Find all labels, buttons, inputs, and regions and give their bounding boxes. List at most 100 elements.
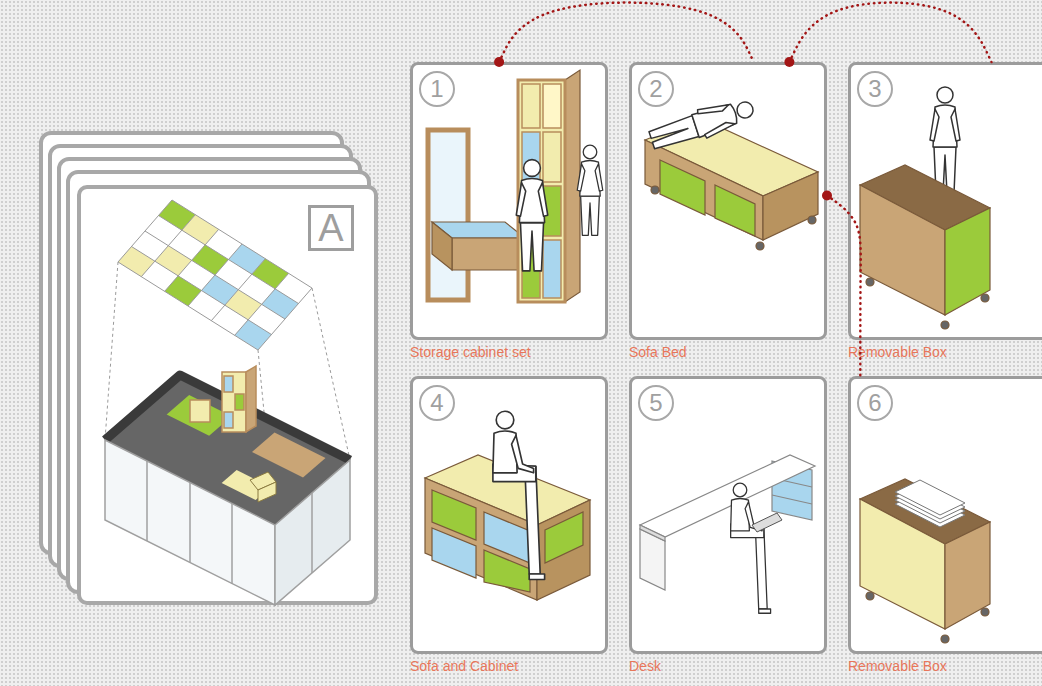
- sofa-cabinet-illustration: [537, 500, 590, 600]
- callout-number: 3: [857, 71, 893, 107]
- desk-illustration: [772, 495, 812, 504]
- removable-box-illustration: [860, 165, 990, 230]
- desk-illustration: [640, 529, 665, 590]
- roof-grid: [262, 289, 299, 319]
- removable-box-illustration: [860, 185, 945, 315]
- room-wall: [105, 375, 350, 460]
- removable-box-illustration: [941, 635, 949, 643]
- callout-number: 1: [419, 71, 455, 107]
- leader-line: [105, 262, 350, 525]
- roof-grid: [235, 320, 272, 350]
- sofa-bed-illustration: [756, 242, 764, 250]
- storage-cabinet-illustration: [518, 80, 565, 302]
- sofa-bed-illustration: [651, 186, 659, 194]
- shelf-tower: [246, 366, 256, 432]
- removable-box-illustration: [860, 499, 945, 629]
- sofa-bed-illustration: [715, 185, 755, 236]
- desk-illustration: [640, 455, 815, 537]
- chair: [258, 482, 276, 502]
- removable-box-illustration: [895, 484, 965, 519]
- storage-cabinet-illustration: [565, 70, 580, 302]
- leader-line: [105, 262, 118, 440]
- storage-cabinet-illustration: [522, 240, 540, 298]
- removable-box-illustration: [860, 479, 990, 643]
- room-floor: [105, 375, 350, 525]
- storage-cabinet-illustration: [432, 222, 452, 270]
- shelf-tower: [190, 400, 210, 422]
- removable-box-illustration: [945, 522, 990, 629]
- panel-caption: Removable Box: [848, 343, 947, 361]
- roof-grid: [118, 247, 155, 277]
- storage-cabinet-illustration: [577, 145, 603, 235]
- removable-box-illustration: [866, 278, 874, 286]
- furniture-panel: 4Sofa and Cabinet: [410, 376, 608, 654]
- dotted-connector: [827, 195, 861, 376]
- connector-dot: [822, 190, 832, 200]
- glass-facade: [231, 504, 233, 584]
- storage-cabinet-illustration: [543, 186, 561, 236]
- connector-dot: [494, 57, 504, 67]
- roof-grid: [201, 275, 238, 305]
- shelf-tower: [190, 366, 256, 432]
- panel-caption: Storage cabinet set: [410, 343, 531, 361]
- connector-dot: [784, 57, 794, 67]
- storage-cabinet-illustration: [522, 186, 540, 236]
- roof-grid: [159, 200, 196, 230]
- sofa-cabinet-illustration: [432, 490, 476, 540]
- furniture-panel: 2Sofa Bed: [629, 62, 827, 340]
- room-floor: [222, 470, 271, 500]
- furniture-panel: 5Desk: [629, 376, 827, 654]
- desk-illustration: [731, 483, 771, 613]
- panel-caption: Sofa Bed: [629, 343, 687, 361]
- sofa-bed-illustration: [645, 93, 818, 250]
- desk-illustration: [640, 455, 815, 590]
- card-letter: A: [308, 205, 354, 251]
- roof-grid: [225, 290, 262, 320]
- roof-grid: [192, 245, 229, 275]
- callout-number: 6: [857, 385, 893, 421]
- glass-facade: [146, 461, 148, 541]
- desk-illustration: [640, 525, 665, 541]
- sofa-cabinet-illustration: [484, 512, 530, 563]
- removable-box-illustration: [860, 479, 990, 544]
- sofa-cabinet-illustration: [432, 528, 476, 578]
- shelf-tower: [222, 372, 246, 432]
- furniture-panel: 3Removable Box: [848, 62, 1042, 340]
- removable-box-illustration: [895, 492, 965, 527]
- chair: [250, 472, 276, 490]
- shelf-tower: [224, 412, 233, 428]
- removable-box-illustration: [860, 165, 990, 329]
- leader-line: [258, 350, 275, 525]
- removable-box-illustration: [895, 480, 965, 515]
- roof-grid: [182, 215, 219, 245]
- storage-cabinet-illustration: [432, 222, 525, 270]
- sofa-cabinet-illustration: [484, 550, 530, 592]
- sofa-cabinet-illustration: [493, 411, 545, 579]
- storage-cabinet-illustration: [516, 160, 548, 271]
- chair: [250, 472, 276, 502]
- callout-number: 4: [419, 385, 455, 421]
- room-illustration: [105, 200, 350, 605]
- drawing-card: A: [77, 185, 378, 605]
- roof-grid: [252, 259, 289, 289]
- shelf-tower: [235, 394, 244, 410]
- roof-grid: [118, 200, 312, 350]
- roof-grid: [118, 200, 312, 350]
- sofa-bed-illustration: [645, 118, 818, 196]
- storage-cabinet-illustration: [522, 84, 540, 128]
- furniture-panel: 1Storage cabinet set: [410, 62, 608, 340]
- desk-illustration: [772, 461, 812, 520]
- glass-facade: [311, 493, 313, 573]
- panel-caption: Removable Box: [848, 657, 947, 675]
- roof-grid: [155, 246, 192, 276]
- sofa-cabinet-illustration: [545, 512, 583, 563]
- removable-box-illustration: [941, 321, 949, 329]
- sofa-cabinet-illustration: [425, 455, 590, 525]
- sofa-bed-illustration: [647, 93, 757, 154]
- removable-box-illustration: [981, 294, 989, 302]
- sofa-cabinet-illustration: [425, 455, 590, 600]
- desk-illustration: [772, 478, 812, 487]
- panel-caption: Desk: [629, 657, 661, 675]
